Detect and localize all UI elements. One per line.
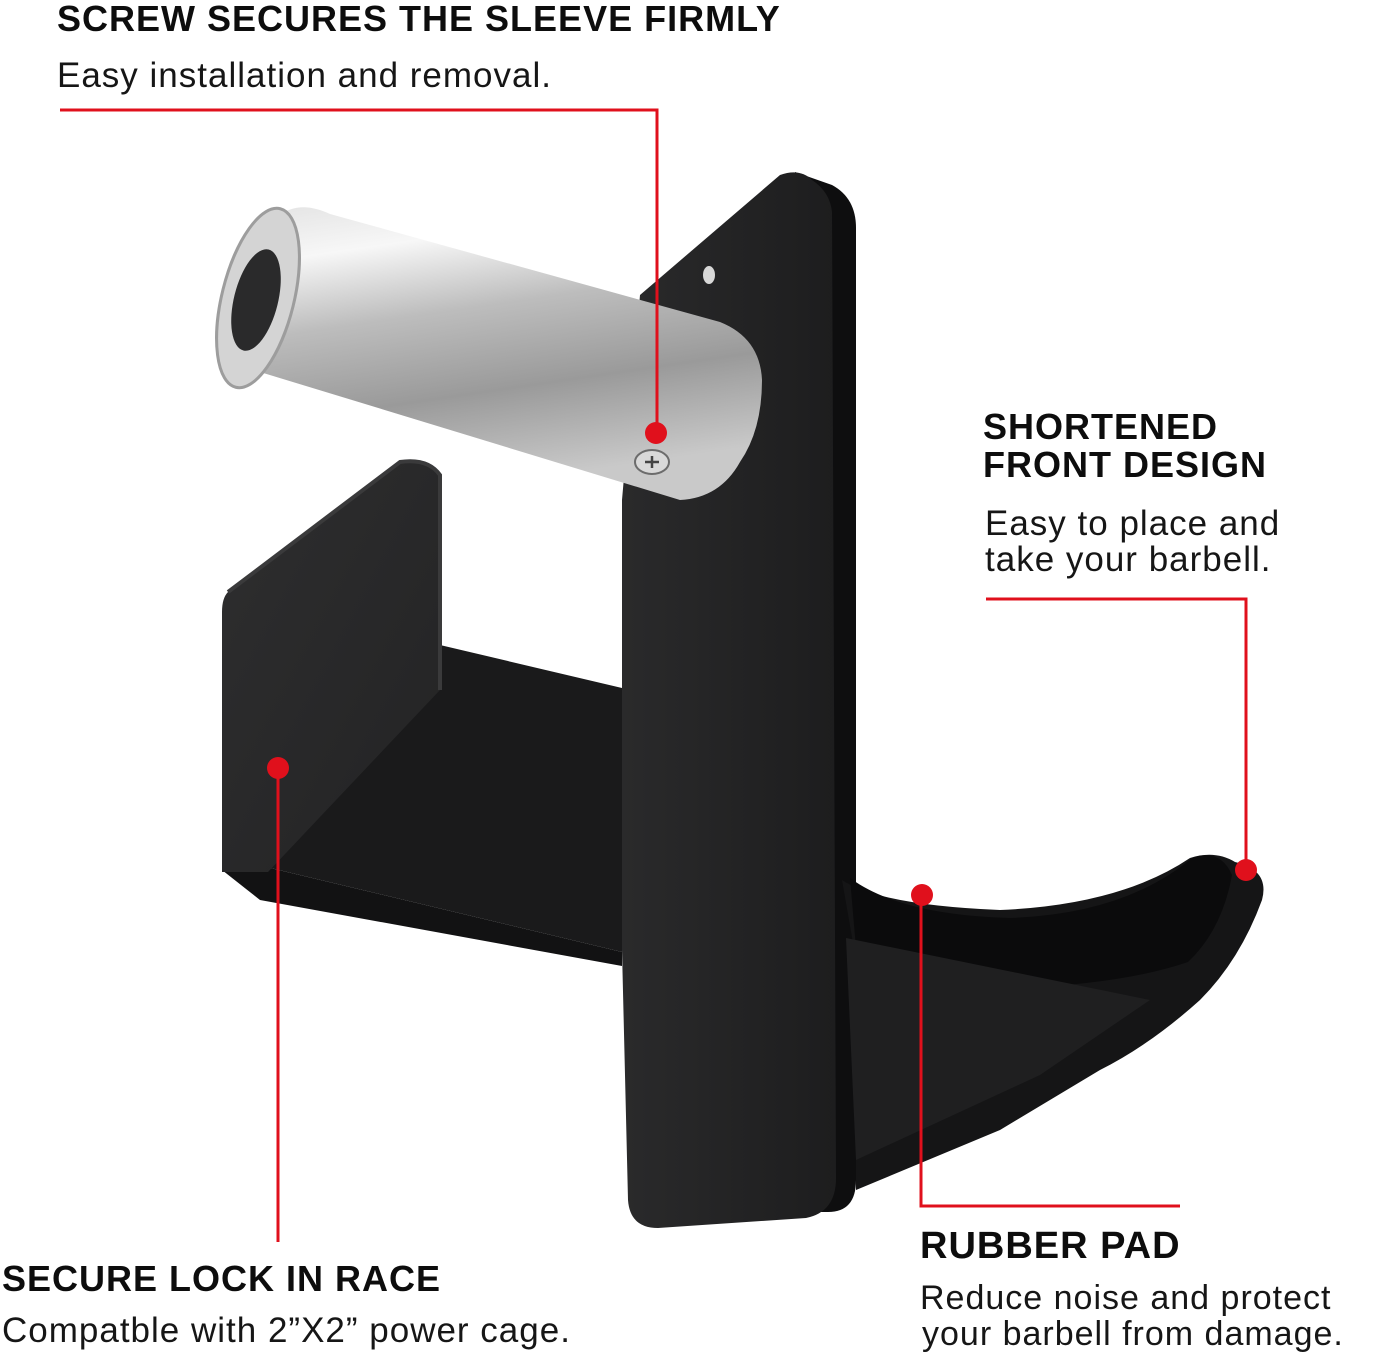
callout-dot-front bbox=[1235, 859, 1257, 881]
callout-line-pad bbox=[919, 894, 1180, 1208]
callout-dot-lock bbox=[267, 757, 289, 779]
front-callout-description-line1: Easy to place and bbox=[985, 504, 1281, 543]
callout-dot-pad bbox=[911, 884, 933, 906]
phillips-screw-icon bbox=[634, 449, 670, 475]
rubber-pad bbox=[850, 855, 1232, 988]
callout-line-screw bbox=[60, 108, 659, 432]
screw-callout-title: SCREW SECURES THE SLEEVE FIRMLY bbox=[57, 0, 781, 39]
mount-hole bbox=[703, 266, 715, 284]
pad-callout-description-line1: Reduce noise and protect bbox=[920, 1279, 1332, 1317]
pad-callout-description-line2: your barbell from damage. bbox=[922, 1315, 1344, 1353]
bracket-side bbox=[222, 866, 622, 966]
callout-dot-screw bbox=[645, 422, 667, 444]
pad-callout-title: RUBBER PAD bbox=[920, 1225, 1181, 1267]
sleeve-body bbox=[260, 207, 762, 500]
bracket-rim bbox=[226, 459, 442, 690]
screw-callout-description: Easy installation and removal. bbox=[57, 56, 552, 95]
lock-callout-description: Compatble with 2”X2” power cage. bbox=[2, 1311, 571, 1350]
callout-dots bbox=[267, 422, 1257, 906]
front-callout-description-line2: take your barbell. bbox=[985, 540, 1272, 579]
callout-line-front bbox=[986, 597, 1248, 868]
bracket-floor bbox=[262, 645, 622, 952]
callout-lines bbox=[60, 108, 1248, 1242]
lock-callout-title: SECURE LOCK IN RACE bbox=[2, 1258, 442, 1299]
sleeve-end-cap bbox=[231, 249, 281, 351]
front-callout-title-line1: SHORTENED bbox=[983, 406, 1219, 447]
front-callout-title-line2: FRONT DESIGN bbox=[983, 444, 1268, 485]
